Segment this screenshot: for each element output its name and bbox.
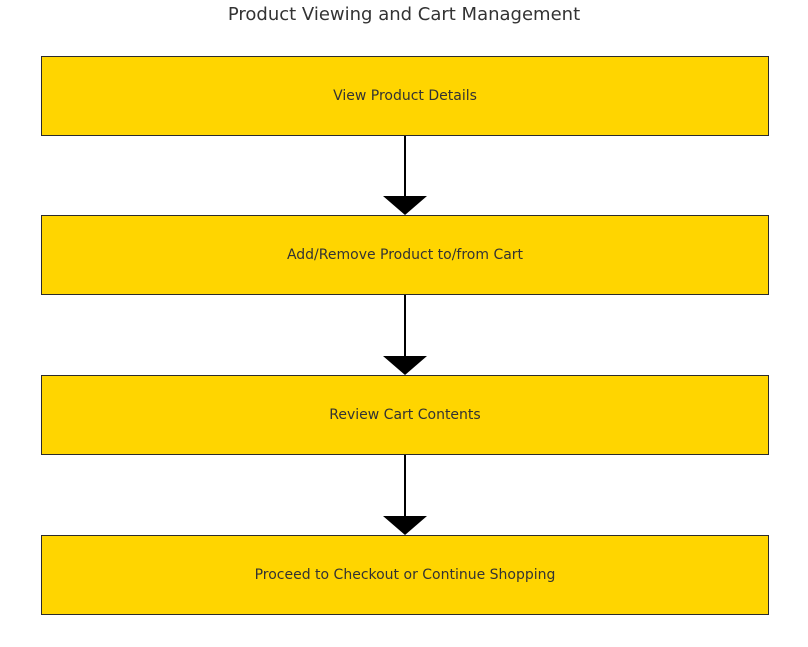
arrow-head-icon	[383, 516, 427, 535]
arrow-2-to-3	[383, 295, 427, 375]
step-label: View Product Details	[333, 88, 477, 104]
step-box-view-product-details: View Product Details	[41, 56, 769, 136]
arrow-head-icon	[383, 356, 427, 375]
arrow-head-icon	[383, 196, 427, 215]
step-label: Add/Remove Product to/from Cart	[286, 247, 524, 263]
step-label: Proceed to Checkout or Continue Shopping	[254, 567, 556, 583]
arrow-1-to-2	[383, 136, 427, 215]
arrow-3-to-4	[383, 455, 427, 535]
step-box-add-remove-cart: Add/Remove Product to/from Cart	[41, 215, 769, 295]
step-label: Review Cart Contents	[329, 407, 481, 423]
step-box-checkout-or-continue: Proceed to Checkout or Continue Shopping	[41, 535, 769, 615]
step-box-review-cart: Review Cart Contents	[41, 375, 769, 455]
diagram-title: Product Viewing and Cart Management	[227, 4, 581, 25]
